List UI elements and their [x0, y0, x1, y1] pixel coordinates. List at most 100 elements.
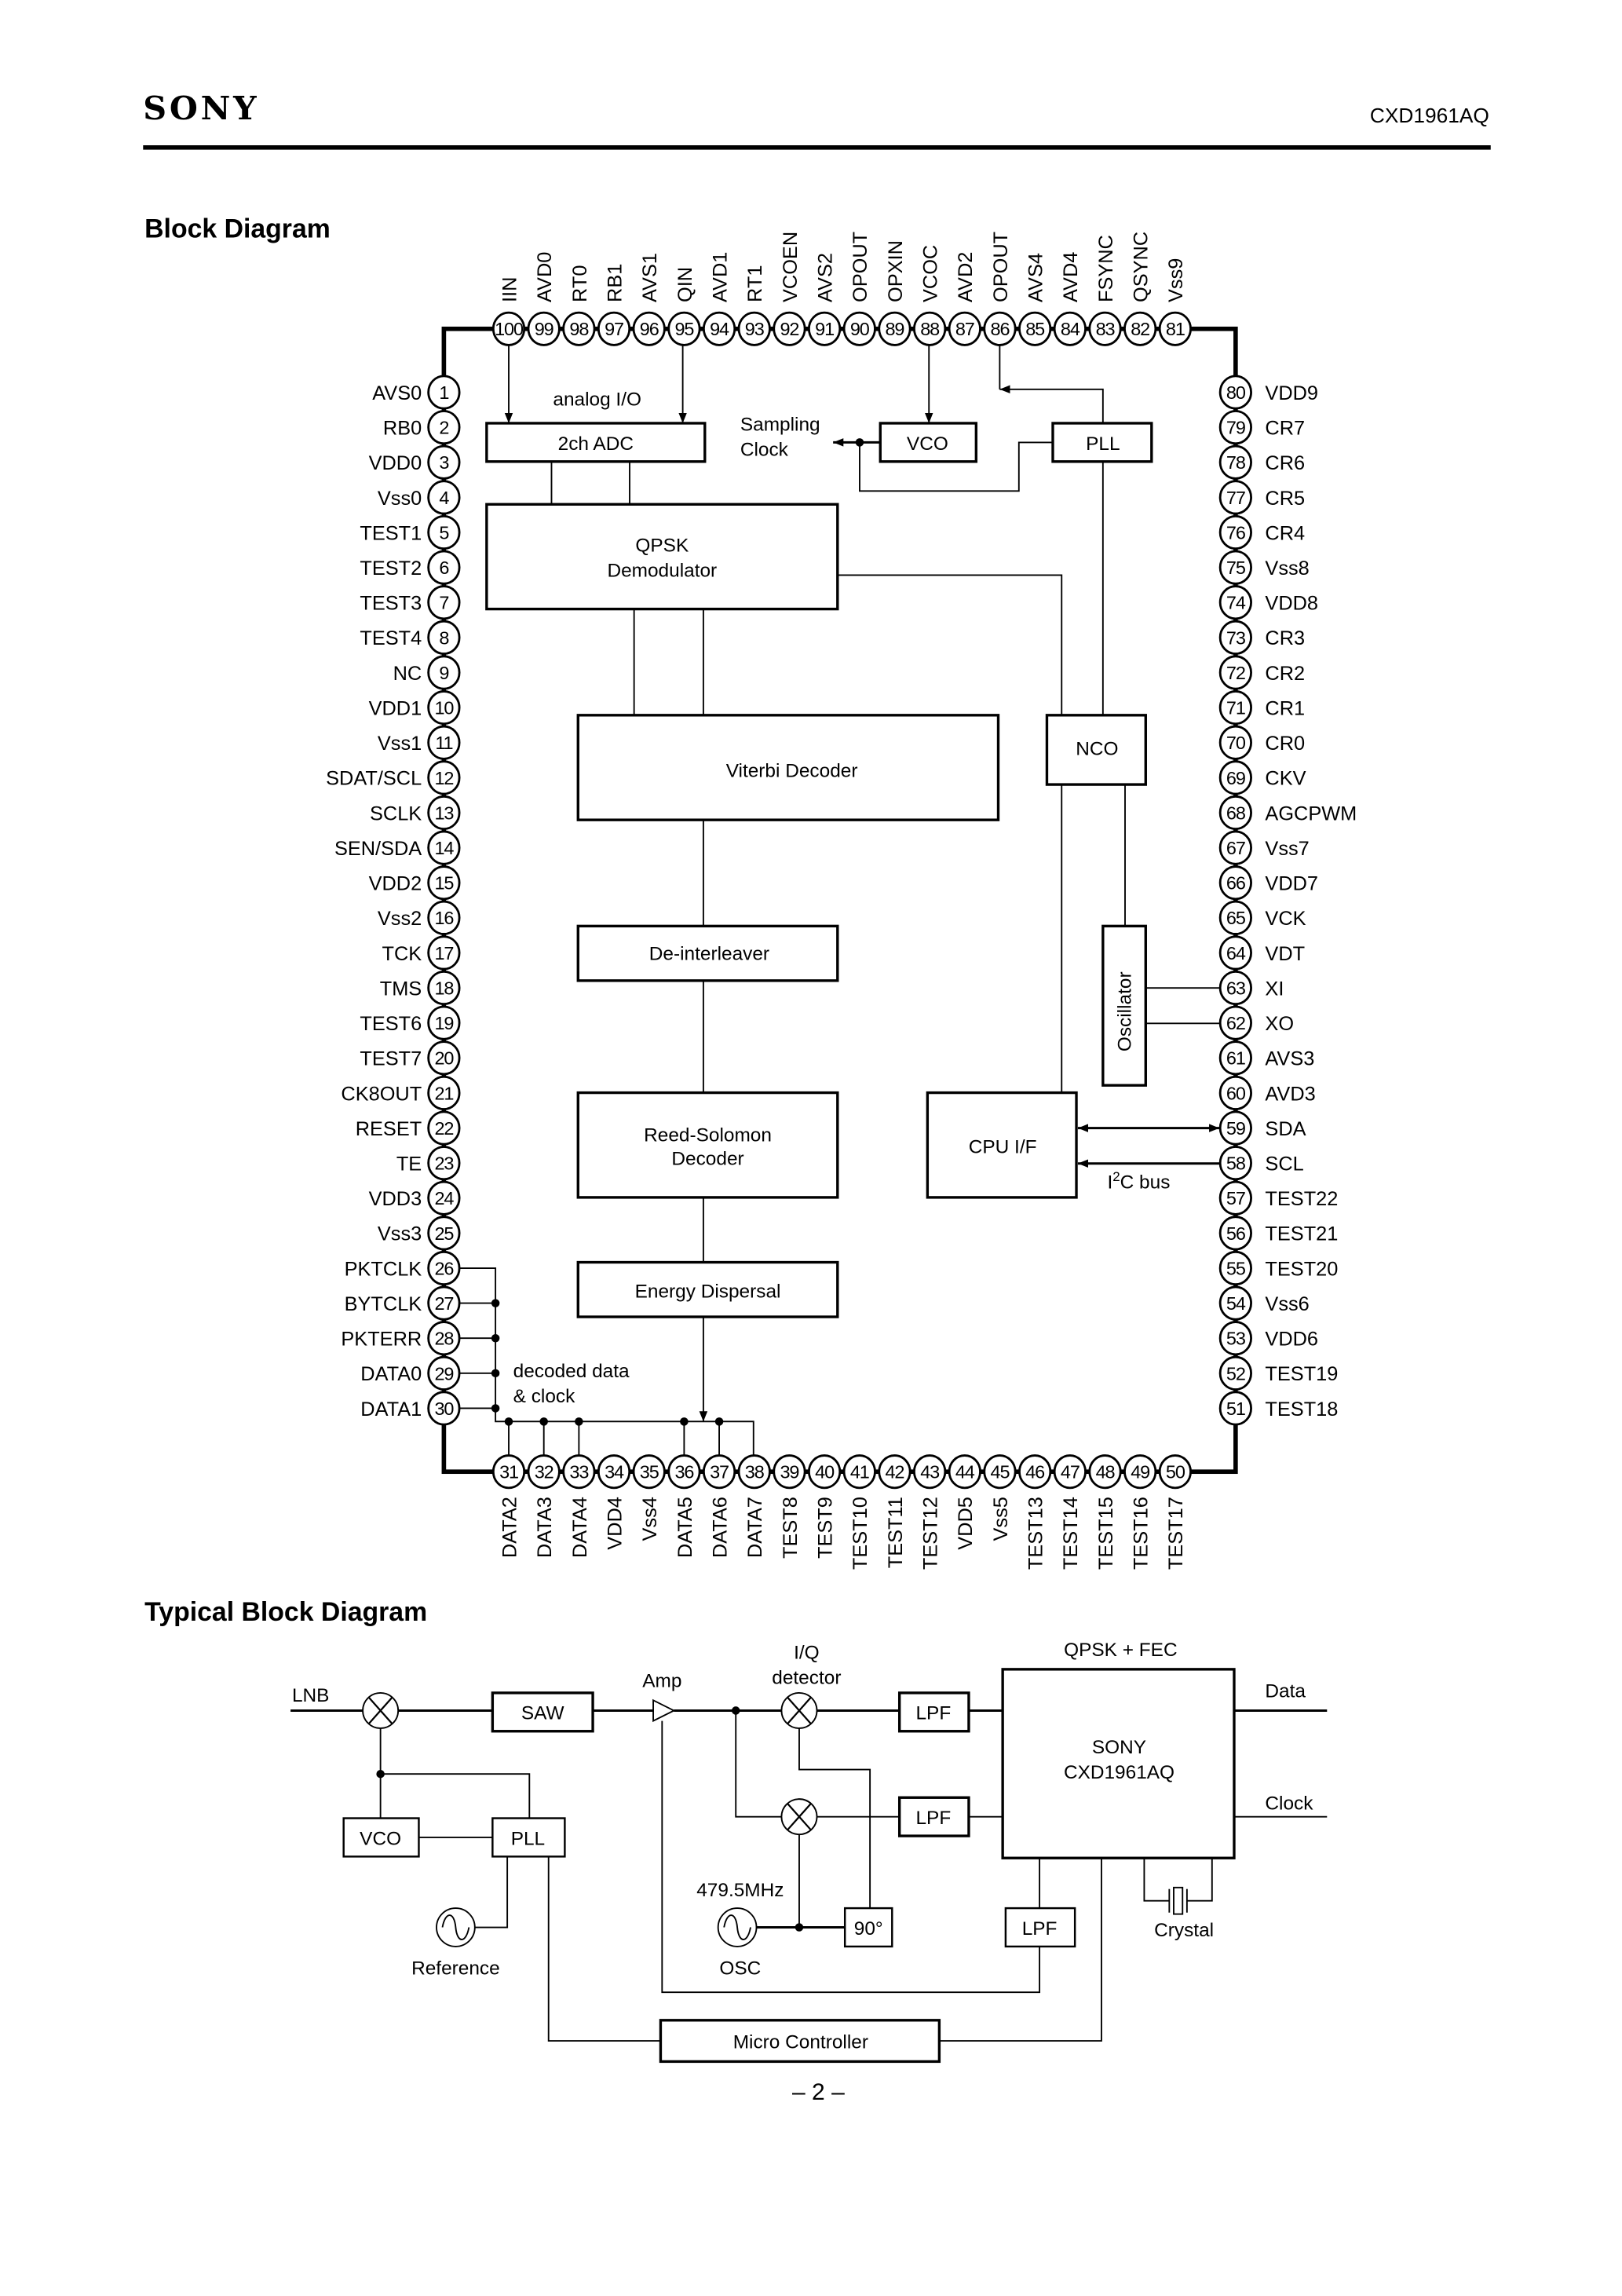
- pin-circle: [427, 760, 461, 795]
- pin-circle: [1218, 1285, 1252, 1321]
- pin-number: 58: [1226, 1153, 1246, 1174]
- pin-number: 61: [1226, 1048, 1245, 1069]
- amplifier-icon: [652, 1698, 676, 1723]
- pin-number: 97: [605, 319, 623, 339]
- chip-label-line2: CXD1961AQ: [1064, 1762, 1174, 1783]
- pin-number: 60: [1226, 1083, 1246, 1103]
- crystal-wire-left: [1143, 1858, 1170, 1902]
- micro-controller-block: [659, 2019, 941, 2064]
- pin-label: TEST21: [1265, 1223, 1338, 1245]
- pin-label: VDD6: [1265, 1329, 1318, 1351]
- pin-label: TEST1: [360, 522, 422, 544]
- pin-circle: [427, 1180, 461, 1216]
- pin-circle: [773, 1454, 806, 1490]
- pin-circle: [427, 620, 461, 655]
- pin-label: Vss9: [1165, 258, 1187, 302]
- pin-number: 96: [640, 319, 659, 339]
- deinterleaver-block: [576, 924, 839, 982]
- pin-number: 95: [674, 319, 694, 339]
- pin-circle: [597, 1454, 631, 1490]
- pin-circle: [913, 1454, 947, 1490]
- pin-number: 32: [535, 1462, 553, 1483]
- pin-number: 81: [1166, 319, 1185, 339]
- pin-number: 34: [605, 1462, 624, 1483]
- phase-wire: [798, 1727, 871, 1909]
- pin-number: 12: [434, 768, 453, 788]
- chip-label-line1: SONY: [1092, 1737, 1146, 1758]
- micro-controller-label: Micro Controller: [733, 2032, 868, 2053]
- analog-io-label: analog I/O: [553, 389, 641, 410]
- pin-number: 5: [439, 522, 449, 543]
- pin-label: VDD0: [369, 452, 422, 474]
- pin-circle: [1218, 900, 1252, 935]
- pin-circle: [702, 311, 736, 346]
- pin-circle: [427, 410, 461, 445]
- pin-circle: [842, 311, 876, 346]
- pin-circle: [1123, 1454, 1157, 1490]
- pin-number: 48: [1096, 1462, 1116, 1483]
- pin-label: RB1: [604, 264, 626, 302]
- pin-number: 94: [710, 319, 729, 339]
- pin-number: 75: [1226, 558, 1246, 578]
- pin-circle: [1218, 1355, 1252, 1391]
- pin-label: Vss0: [378, 488, 422, 510]
- pin-circle: [1218, 865, 1252, 901]
- pin-number: 46: [1025, 1462, 1045, 1483]
- pin-label: CR1: [1265, 697, 1305, 719]
- pin-circle: [1218, 620, 1252, 655]
- pin-number: 3: [439, 452, 449, 473]
- pin-label: SDA: [1265, 1118, 1306, 1140]
- pin-9: 9NC: [393, 655, 461, 690]
- pin-number: 47: [1061, 1462, 1080, 1483]
- pin-circle: [427, 865, 461, 901]
- pin-circle: [1218, 1391, 1252, 1426]
- pin-label: Vss7: [1265, 838, 1309, 860]
- pll-block: [491, 1817, 566, 1858]
- pin-label: DATA6: [709, 1497, 731, 1558]
- pin-number: 42: [886, 1462, 904, 1483]
- pin-circle: [632, 311, 666, 346]
- decoded-data-line1: decoded data: [513, 1361, 630, 1382]
- pin-label: VCOEN: [780, 232, 802, 302]
- mixer-icon: [362, 1691, 400, 1729]
- pin-label: AGCPWM: [1265, 803, 1357, 824]
- pin-label: DATA5: [674, 1497, 696, 1558]
- pin-label: AVS0: [372, 382, 422, 404]
- pin-label: VDD5: [955, 1497, 977, 1550]
- pin-number: 73: [1226, 627, 1246, 648]
- output-bus: [460, 1267, 754, 1456]
- pin-label: TEST22: [1265, 1188, 1338, 1210]
- pin-circle: [1123, 311, 1157, 346]
- pin-circle: [427, 1285, 461, 1321]
- pin-circle: [427, 1075, 461, 1110]
- pin-label: TEST4: [360, 627, 422, 649]
- pin-label: TEST10: [849, 1497, 871, 1570]
- page-header: SONY CXD1961AQ: [143, 89, 1491, 150]
